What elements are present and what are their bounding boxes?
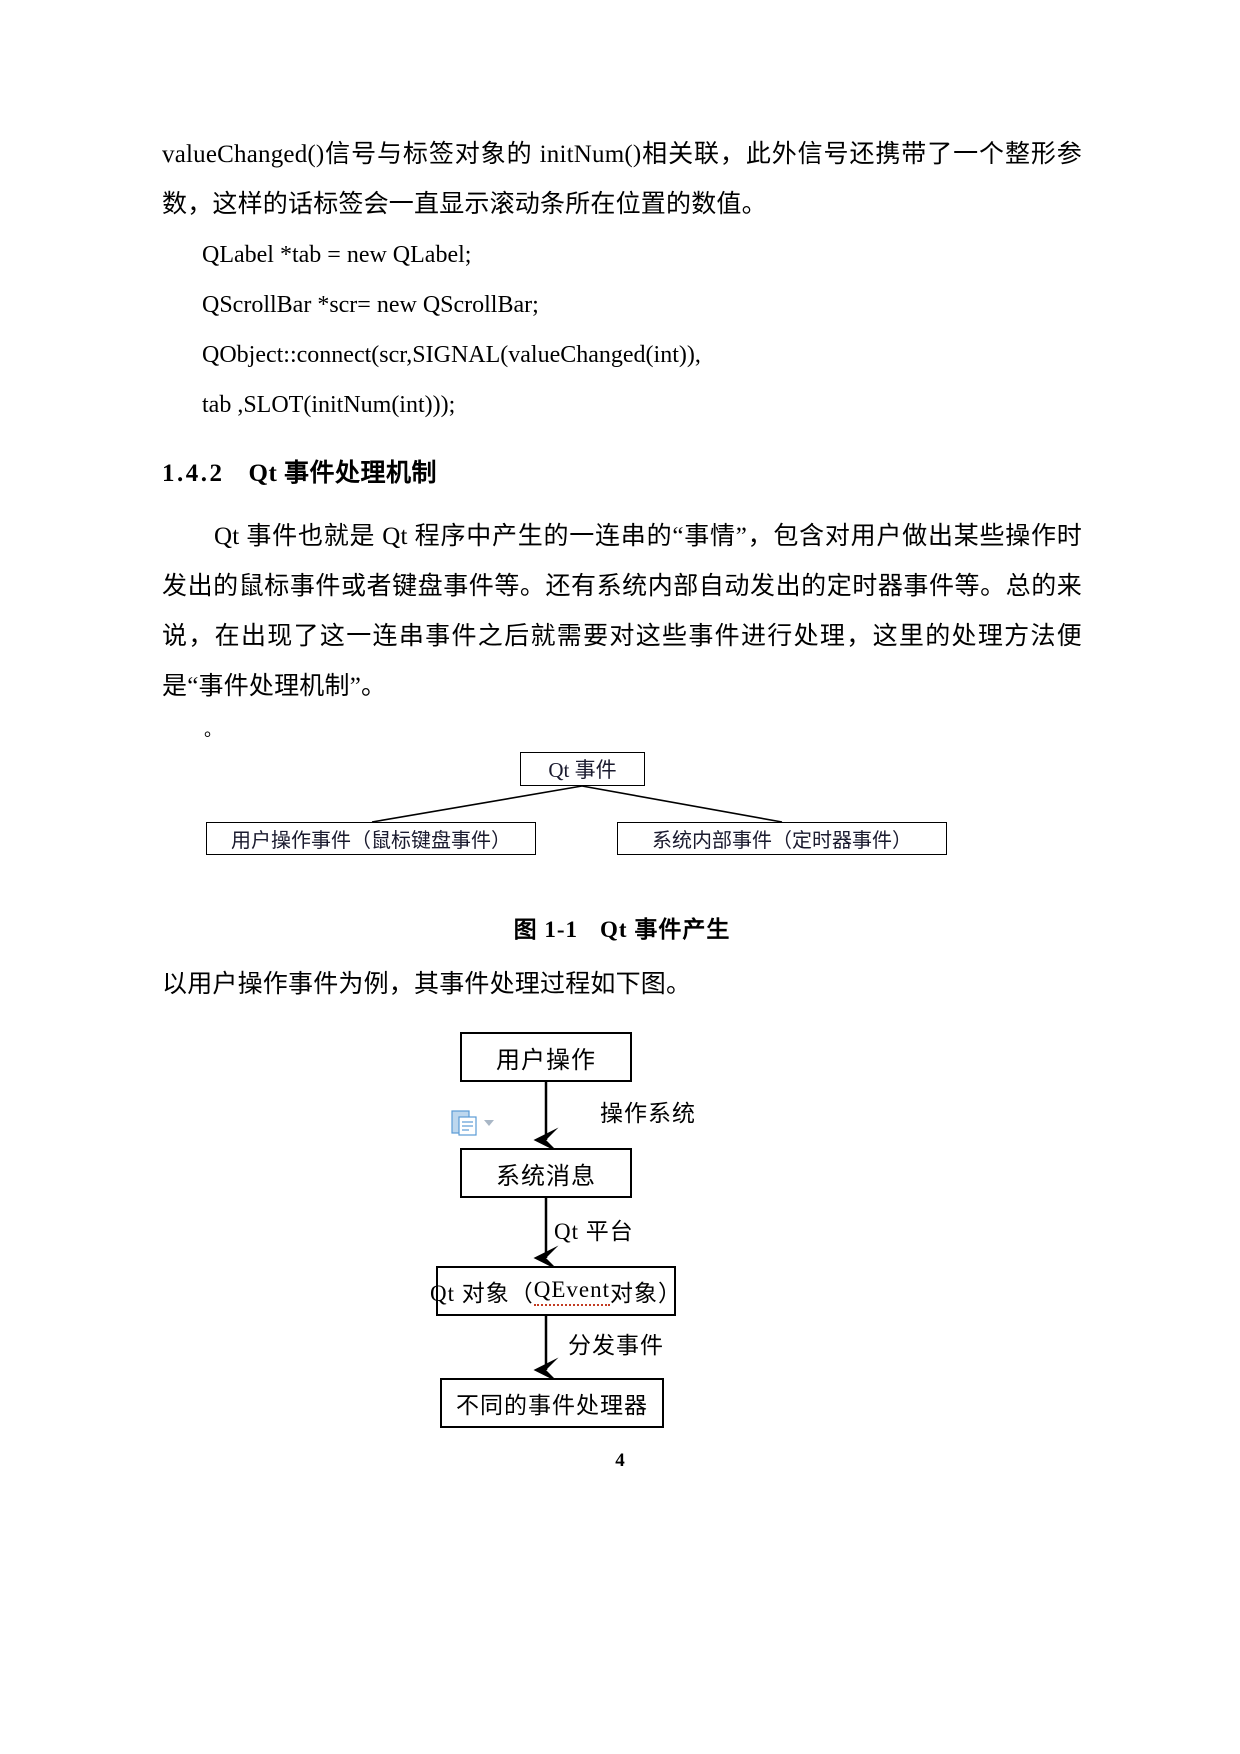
tree-node-system-events: 系统内部事件（定时器事件） (617, 822, 947, 855)
qt-object-suffix: 对象） (610, 1281, 683, 1306)
flowchart-connectors (533, 1082, 559, 1383)
heading-number: 1.4.2 (162, 460, 225, 487)
figure-1-caption-number: 图 1-1 (513, 917, 579, 942)
code-line-4: tab ,SLOT(initNum(int))); (202, 392, 456, 418)
flowchart-diagram: 用户操作 系统消息 Qt 对象（QEvent 对象） 不同的事件处理器 操作系统… (162, 1028, 1082, 1428)
flow-edge-label-qt-platform: Qt 平台 (554, 1219, 634, 1244)
page-number: 4 (615, 1450, 625, 1471)
paste-document-icon[interactable] (450, 1108, 480, 1138)
chevron-down-icon[interactable] (484, 1120, 494, 1126)
code-line-1: QLabel *tab = new QLabel; (202, 242, 472, 268)
code-line-2: QScrollBar *scr= new QScrollBar; (202, 292, 539, 318)
body-paragraph: Qt 事件也就是 Qt 程序中产生的一连串的“事情”，包含对用户做出某些操作时发… (162, 523, 1082, 700)
qt-object-prefix: Qt 对象（ (430, 1281, 534, 1306)
flow-node-system-message: 系统消息 (460, 1148, 632, 1198)
section-heading: 1.4.2 Qt 事件处理机制 (162, 450, 1082, 498)
heading-title: Qt 事件处理机制 (248, 460, 438, 487)
figure-1-caption-title: Qt 事件产生 (600, 917, 731, 942)
intro-paragraph: valueChanged()信号与标签对象的 initNum()相关联，此外信号… (162, 141, 1082, 218)
flow-node-user-action: 用户操作 (460, 1032, 632, 1082)
tree-node-user-events: 用户操作事件（鼠标键盘事件） (206, 822, 536, 855)
tree-node-qt-event: Qt 事件 (520, 752, 645, 786)
figure-1-caption: 图 1-1 Qt 事件产生 (162, 910, 1082, 950)
figure-1-diagram: Qt 事件 用户操作事件（鼠标键盘事件） 系统内部事件（定时器事件） (162, 744, 1082, 855)
flow-node-event-handlers: 不同的事件处理器 (440, 1378, 664, 1428)
flow-edge-label-dispatch: 分发事件 (568, 1333, 664, 1358)
flow-node-qt-object: Qt 对象（QEvent 对象） (430, 1266, 681, 1316)
page-content: valueChanged()信号与标签对象的 initNum()相关联，此外信号… (162, 130, 1082, 1428)
figure-1-connectors (371, 785, 783, 823)
flow-edge-label-os: 操作系统 (600, 1101, 696, 1126)
stray-period-mark: 。 (204, 720, 222, 740)
code-line-3: QObject::connect(scr,SIGNAL(valueChanged… (202, 342, 701, 368)
qevent-term: QEvent (533, 1277, 611, 1306)
after-figure-paragraph: 以用户操作事件为例，其事件处理过程如下图。 (162, 971, 692, 998)
